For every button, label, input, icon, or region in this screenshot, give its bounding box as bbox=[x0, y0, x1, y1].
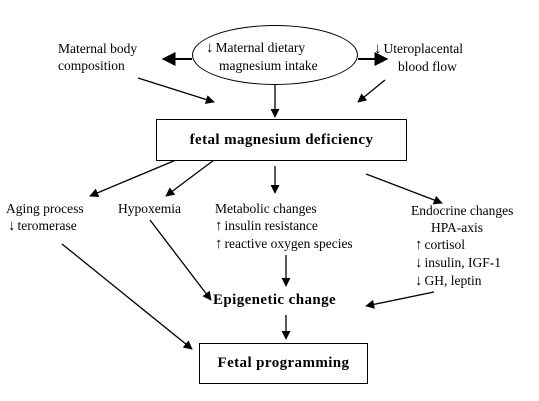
node-metabolic: Metabolic changes ↑insulin resistance ↑r… bbox=[215, 200, 353, 253]
metabolic-line-3: reactive oxygen species bbox=[224, 236, 353, 251]
endocrine-line-5: GH, leptin bbox=[424, 273, 482, 288]
edge-deficiency-to-aging bbox=[89, 159, 177, 198]
edge-deficiency-to-endocrine bbox=[365, 173, 443, 205]
edge-aging-to-programming bbox=[61, 243, 193, 350]
intake-line-2: magnesium intake bbox=[219, 58, 318, 73]
intake-line-1: Maternal dietary bbox=[215, 40, 306, 55]
hypoxemia-label: Hypoxemia bbox=[118, 201, 181, 216]
node-programming-label: Fetal programming bbox=[217, 355, 350, 371]
edge-blood-flow-to-deficiency bbox=[357, 79, 386, 103]
node-intake: ↓Maternal dietary magnesium intake bbox=[206, 39, 318, 74]
metabolic-line-2: insulin resistance bbox=[224, 218, 318, 233]
edge-deficiency-to-hypoxemia bbox=[165, 159, 215, 197]
body-composition-line-1: Maternal body bbox=[58, 41, 138, 56]
body-composition-line-2: composition bbox=[58, 58, 125, 73]
metabolic-line-1: Metabolic changes bbox=[215, 201, 317, 216]
down-arrow-icon: ↓ bbox=[374, 41, 382, 57]
endocrine-line-4: insulin, IGF-1 bbox=[424, 255, 502, 270]
down-arrow-icon: ↓ bbox=[415, 273, 423, 289]
node-hypoxemia: Hypoxemia bbox=[118, 200, 181, 217]
node-intake-ellipse bbox=[192, 25, 358, 85]
down-arrow-icon: ↓ bbox=[8, 218, 16, 234]
node-programming-box: Fetal programming bbox=[199, 343, 368, 384]
node-blood-flow: ↓Uteroplacental blood flow bbox=[374, 40, 463, 75]
up-arrow-icon: ↑ bbox=[415, 237, 423, 253]
blood-flow-line-1: Uteroplacental bbox=[383, 41, 463, 56]
endocrine-line-2: HPA-axis bbox=[431, 220, 484, 235]
node-deficiency-box: fetal magnesium deficiency bbox=[156, 119, 407, 161]
node-endocrine: Endocrine changes HPA-axis ↑cortisol ↓in… bbox=[411, 202, 513, 290]
edge-hypoxemia-to-epigenetic bbox=[149, 219, 212, 301]
up-arrow-icon: ↑ bbox=[215, 236, 223, 252]
node-epigenetic-label: Epigenetic change bbox=[213, 292, 337, 308]
down-arrow-icon: ↓ bbox=[415, 255, 423, 271]
endocrine-line-3: cortisol bbox=[424, 237, 466, 252]
edge-endocrine-to-epigenetic bbox=[365, 291, 435, 309]
aging-line-2: teromerase bbox=[17, 218, 77, 233]
aging-line-1: Aging process bbox=[6, 201, 84, 216]
node-aging: Aging process ↓teromerase bbox=[6, 200, 84, 235]
endocrine-line-1: Endocrine changes bbox=[411, 203, 514, 218]
down-arrow-icon: ↓ bbox=[206, 40, 214, 56]
node-body-composition: Maternal body composition bbox=[58, 40, 137, 74]
node-deficiency-label: fetal magnesium deficiency bbox=[189, 131, 374, 148]
blood-flow-line-2: blood flow bbox=[398, 59, 457, 74]
node-epigenetic: Epigenetic change bbox=[213, 292, 336, 309]
up-arrow-icon: ↑ bbox=[215, 218, 223, 234]
edge-body-composition-to-deficiency bbox=[137, 77, 215, 104]
